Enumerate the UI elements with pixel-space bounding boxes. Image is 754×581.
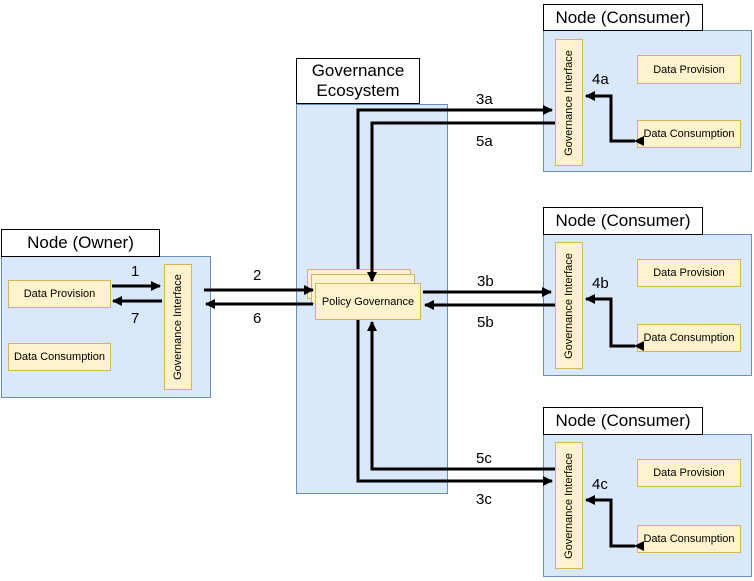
- ecosystem-title: Governance Ecosystem: [296, 58, 420, 104]
- step-label-6: 6: [253, 310, 262, 327]
- step-label-3a: 3a: [476, 91, 493, 108]
- consumer-a-data-consumption: Data Consumption: [637, 120, 741, 148]
- step-label-7: 7: [131, 310, 140, 327]
- owner-data-provision: Data Provision: [8, 280, 111, 308]
- consumer-a-data-provision: Data Provision: [637, 55, 741, 84]
- arrow-step-3a: [356, 105, 553, 269]
- consumer-a-governance-interface: Governance Interface: [555, 39, 583, 166]
- consumer-b-governance-interface: Governance Interface: [555, 242, 583, 369]
- policy-governance-box: Policy Governance: [315, 283, 421, 320]
- step-label-4c: 4c: [592, 476, 608, 493]
- owner-title: Node (Owner): [1, 229, 160, 257]
- consumer-c-title: Node (Consumer): [543, 407, 703, 435]
- consumer-c-governance-interface: Governance Interface: [555, 442, 583, 569]
- step-label-2: 2: [253, 267, 262, 284]
- step-label-5c: 5c: [476, 450, 492, 467]
- arrow-step-4b: [585, 294, 644, 351]
- consumer-b-title: Node (Consumer): [543, 207, 703, 235]
- consumer-a-title: Node (Consumer): [543, 4, 703, 31]
- arrow-step-5a: [367, 121, 555, 282]
- arrow-step-3c: [356, 320, 553, 486]
- step-label-4a: 4a: [592, 71, 609, 88]
- consumer-b-data-consumption: Data Consumption: [637, 324, 741, 352]
- step-label-4b: 4b: [592, 275, 609, 292]
- consumer-b-data-provision: Data Provision: [637, 259, 741, 287]
- consumer-c-data-provision: Data Provision: [637, 459, 741, 487]
- owner-governance-interface: Governance Interface: [164, 264, 192, 390]
- owner-data-consumption: Data Consumption: [8, 343, 111, 371]
- step-label-5a: 5a: [476, 133, 493, 150]
- arrow-step-4c: [585, 495, 644, 551]
- step-label-3b: 3b: [477, 273, 494, 290]
- arrow-step-5c: [367, 321, 555, 471]
- step-label-1: 1: [131, 263, 140, 280]
- arrow-step-4a: [585, 91, 644, 146]
- step-label-5b: 5b: [477, 314, 494, 331]
- step-label-3c: 3c: [476, 491, 492, 508]
